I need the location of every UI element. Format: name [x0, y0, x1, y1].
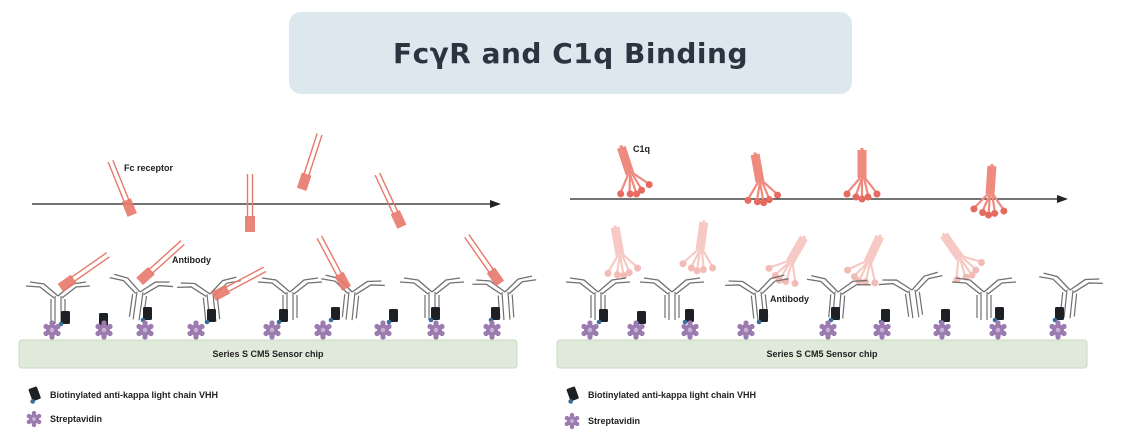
arrow-head-icon — [1057, 195, 1068, 203]
vhh-molecule — [386, 309, 398, 325]
bound-c1q — [839, 225, 899, 294]
c1q-molecule — [968, 161, 1013, 222]
antibody — [471, 275, 540, 323]
c1q-molecule — [842, 146, 882, 204]
fc-receptor-label: Fc receptor — [124, 163, 174, 173]
vhh-icon — [564, 386, 580, 405]
vhh-molecule — [428, 307, 440, 323]
fc-receptor — [372, 171, 408, 230]
c1q-molecule — [735, 147, 784, 211]
vhh-molecule — [992, 307, 1004, 323]
streptavidin-molecule — [581, 320, 599, 340]
streptavidin-molecule — [873, 320, 891, 340]
antibody-label: Antibody — [770, 294, 809, 304]
vhh-icon — [26, 386, 42, 405]
vhh-molecule — [756, 309, 768, 325]
bound-c1q — [676, 216, 724, 279]
sensor-chip-label: Series S CM5 Sensor chip — [212, 349, 324, 359]
vhh-molecule — [276, 309, 288, 325]
streptavidin-molecule — [819, 320, 837, 340]
fc-receptor — [296, 131, 326, 192]
streptavidin-molecule — [483, 320, 501, 340]
legend-label: Biotinylated anti-kappa light chain VHH — [588, 390, 756, 400]
antibody — [25, 281, 91, 325]
streptavidin-molecule — [314, 320, 332, 340]
streptavidin-molecule — [187, 320, 205, 340]
legend-label: Streptavidin — [50, 414, 102, 424]
c1q-label: C1q — [633, 144, 650, 154]
streptavidin-molecule — [427, 320, 445, 340]
sensor-chip — [556, 339, 1088, 369]
streptavidin-molecule — [1049, 320, 1067, 340]
bound-c1q — [595, 220, 644, 284]
sensor-chip-label: Series S CM5 Sensor chip — [766, 349, 878, 359]
streptavidin-icon — [26, 410, 42, 428]
streptavidin-molecule — [933, 320, 951, 340]
streptavidin-molecule — [989, 320, 1007, 340]
streptavidin-icon — [564, 412, 580, 430]
streptavidin-molecule — [737, 320, 755, 340]
left-panel: Fc receptor Antibody — [18, 131, 540, 428]
antibody — [951, 277, 1017, 321]
sensor-chip — [18, 339, 518, 369]
antibody-label: Antibody — [172, 255, 211, 265]
legend-label: Biotinylated anti-kappa light chain VHH — [50, 390, 218, 400]
antibody — [639, 277, 705, 321]
vhh-molecule — [328, 307, 340, 323]
arrow-head-icon — [490, 200, 501, 208]
antibody — [103, 273, 175, 325]
vhh-molecule — [596, 309, 608, 325]
antibody — [257, 277, 323, 321]
right-panel: C1q Antibody — [556, 138, 1104, 430]
streptavidin-molecule — [95, 320, 113, 340]
antibody — [316, 274, 386, 324]
vhh-molecule — [1052, 307, 1064, 323]
page-title: FcγR and C1q Binding — [392, 36, 749, 70]
antibody — [1034, 272, 1104, 322]
vhh-molecule — [58, 311, 70, 327]
vhh-molecule — [488, 307, 500, 323]
streptavidin-molecule — [43, 320, 61, 340]
bound-c1q — [760, 225, 823, 294]
title-banner: FcγR and C1q Binding — [289, 12, 852, 94]
antibody — [565, 277, 631, 321]
vhh-molecule — [140, 307, 152, 323]
legend-label: Streptavidin — [588, 416, 640, 426]
fc-receptor — [244, 173, 256, 233]
streptavidin-molecule — [136, 320, 154, 340]
bound-fc-receptor — [461, 232, 505, 288]
